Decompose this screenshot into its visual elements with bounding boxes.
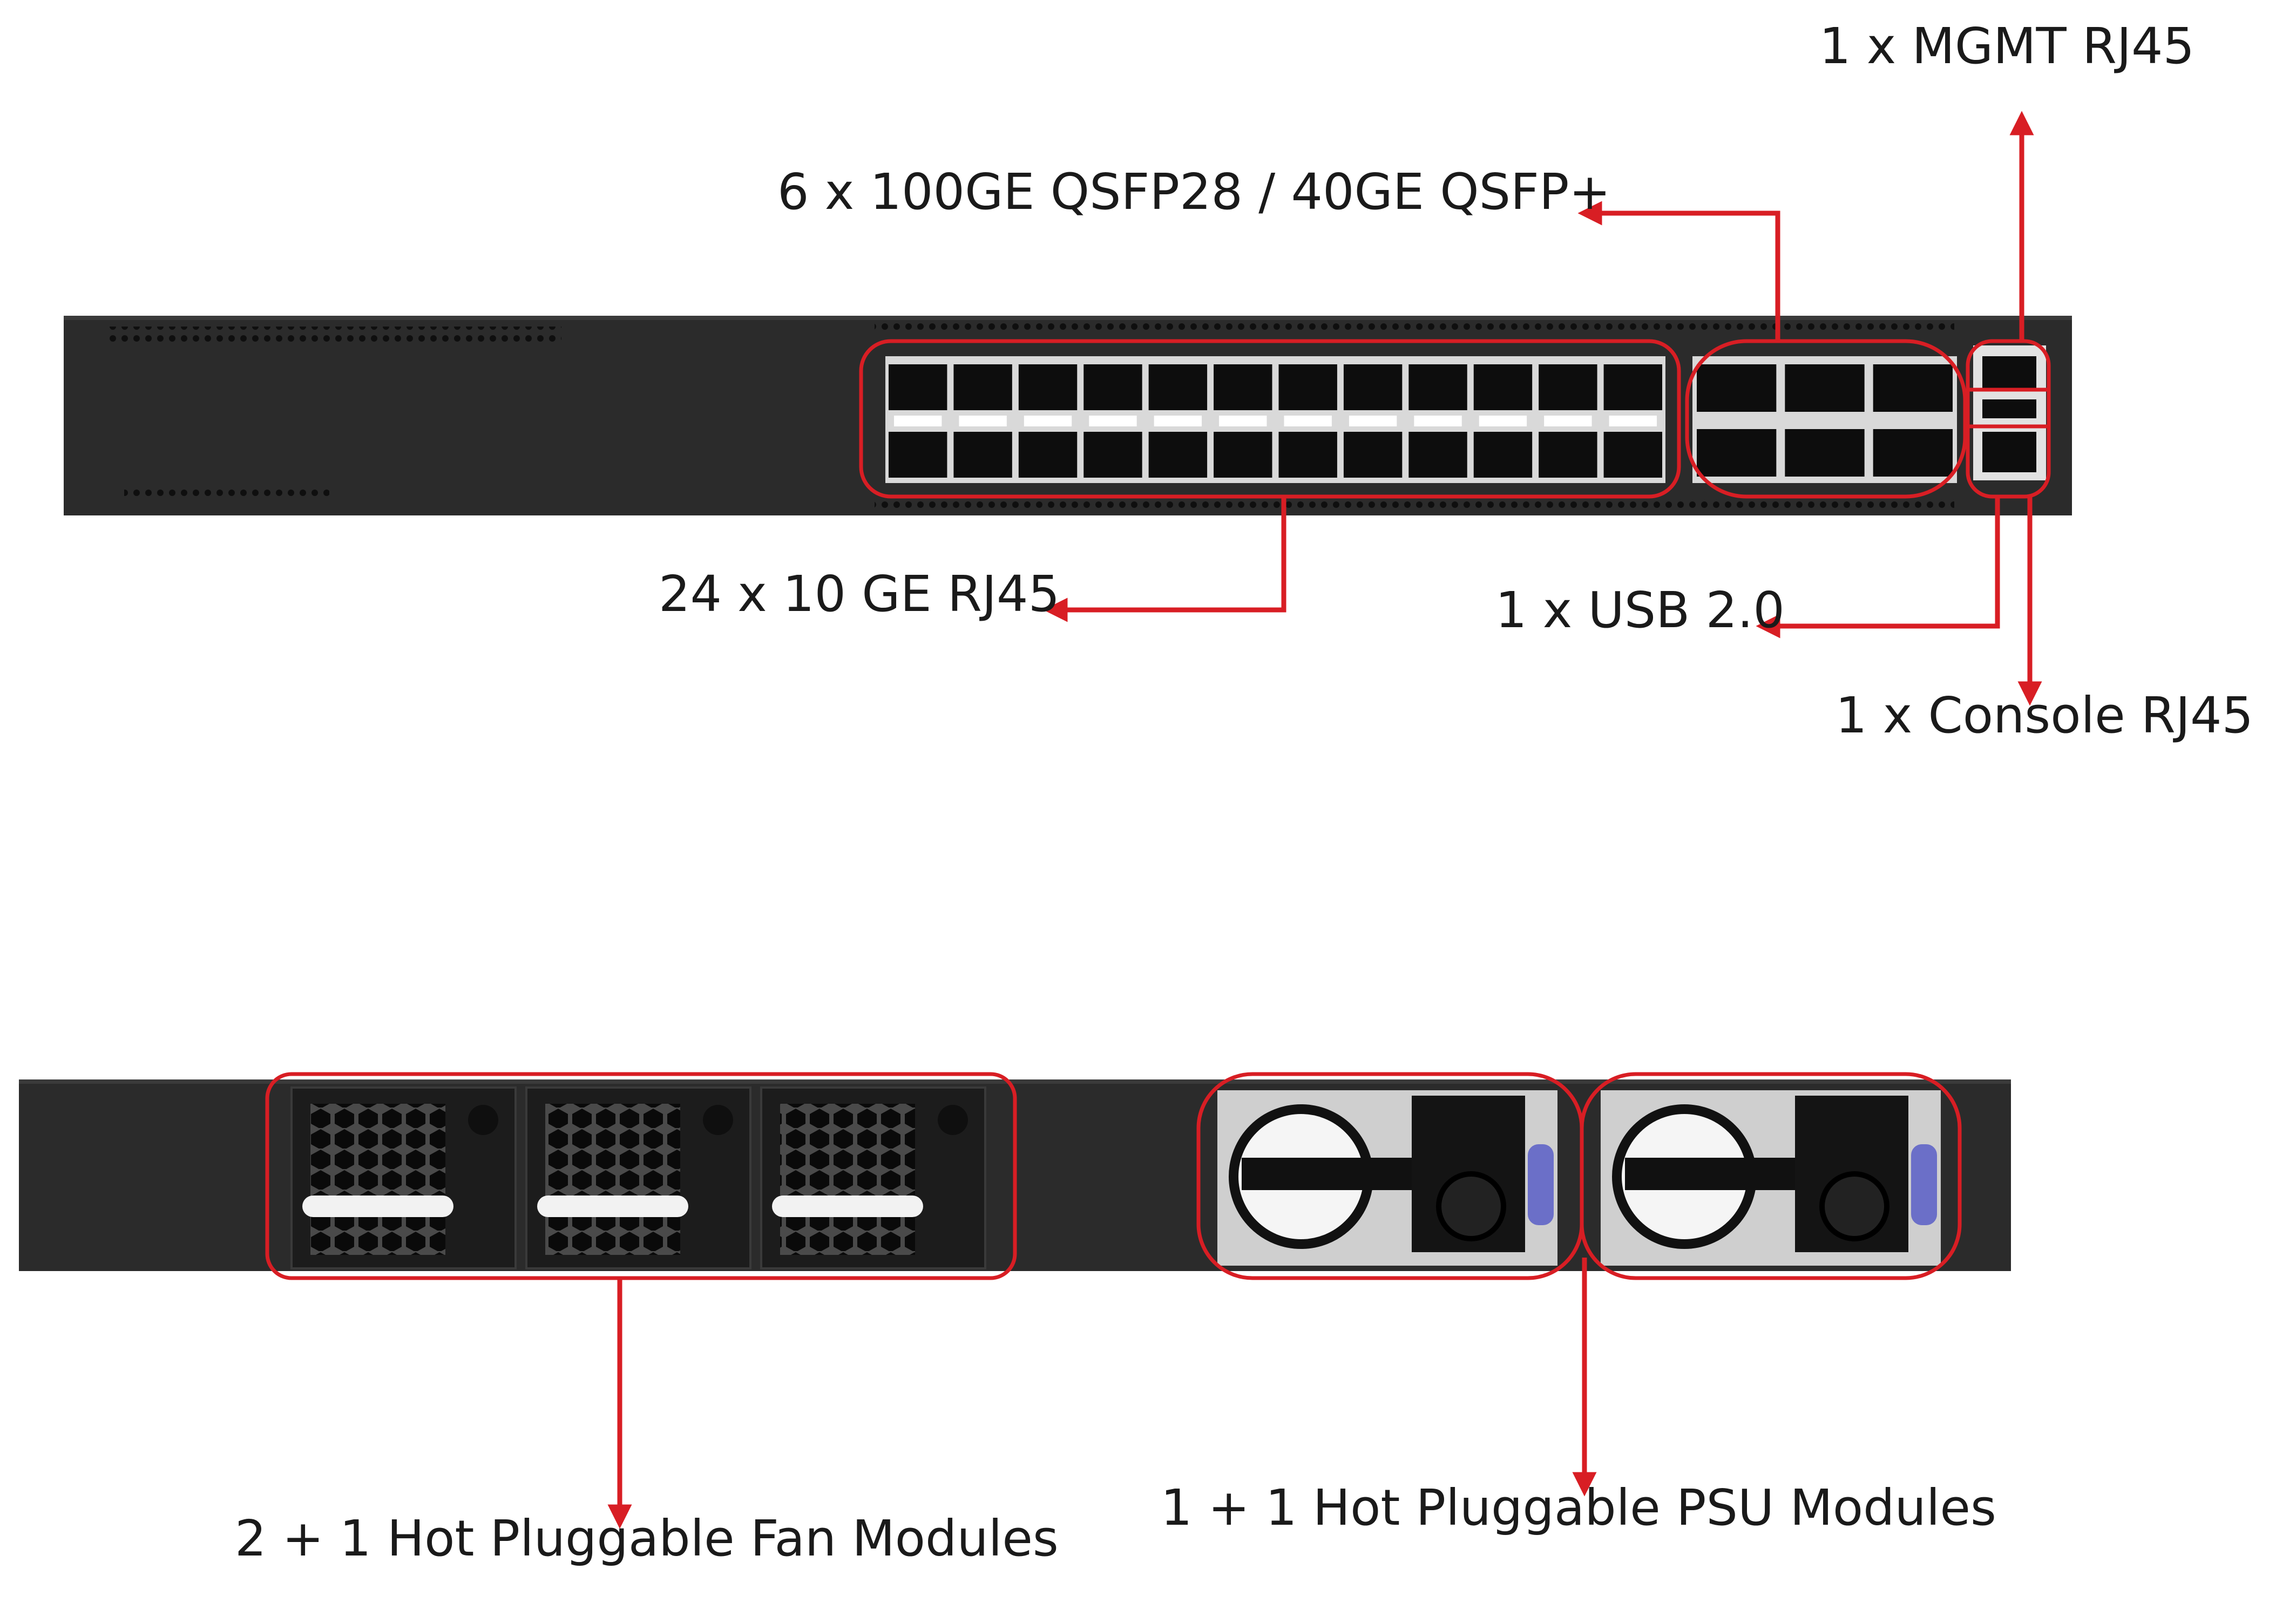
usb-label: 1 x USB 2.0 — [1495, 581, 1785, 639]
psu-handle — [1625, 1158, 1803, 1190]
rj45-port — [1603, 432, 1662, 478]
psu-module-block — [1217, 1090, 1941, 1266]
fan-screw-icon — [468, 1105, 498, 1135]
fan-screw-icon — [938, 1105, 968, 1135]
psu-highlight-2 — [1580, 1072, 1962, 1280]
qsfp-highlight — [1685, 339, 1967, 499]
fan-screw-icon — [703, 1105, 733, 1135]
rear-chassis-top-edge — [19, 1079, 2011, 1084]
qsfp-port — [1785, 364, 1865, 412]
rj45-led-strip — [1544, 416, 1592, 426]
psu-latch-icon — [1436, 1171, 1506, 1241]
rj45-port — [1343, 364, 1403, 410]
rj45-led-strip — [1349, 416, 1397, 426]
fan-grille-holes — [545, 1104, 680, 1255]
rj45-arrow — [1043, 497, 1286, 622]
fan-label: 2 + 1 Hot Pluggable Fan Modules — [235, 1510, 1059, 1567]
mgmt-highlight — [1966, 339, 2051, 499]
rj45-led-strip — [1219, 416, 1267, 426]
rj45-port — [1539, 432, 1597, 478]
rj45-port — [1018, 432, 1078, 478]
qsfp-port — [1697, 429, 1777, 477]
console-port — [1982, 432, 2036, 472]
qsfp-arrow — [1577, 201, 1780, 341]
fan-handle — [537, 1196, 688, 1217]
rj45-port — [1083, 432, 1142, 478]
fan-module-block — [290, 1086, 986, 1269]
rj45-port — [1214, 432, 1272, 478]
rj45-highlight — [859, 339, 1681, 499]
fan-grille-holes — [780, 1104, 915, 1255]
qsfp-port — [1873, 429, 1953, 477]
rj45-port — [1278, 432, 1337, 478]
rj45-port — [1148, 364, 1208, 410]
front-bottom-vents — [875, 499, 1954, 513]
rj45-port — [1278, 364, 1337, 410]
rj45-port — [889, 364, 947, 410]
rj45-port — [953, 432, 1012, 478]
rj45-led-strip — [1479, 416, 1527, 426]
fan-grille-holes — [310, 1104, 445, 1255]
rj45-port — [1148, 432, 1208, 478]
rj45-led-strip — [1154, 416, 1202, 426]
front-vent-row — [108, 327, 561, 343]
mgmt-label: 1 x MGMT RJ45 — [1819, 17, 2195, 75]
front-small-vents — [124, 486, 329, 498]
rj45-bracket — [885, 356, 1665, 483]
rj45-port — [1473, 432, 1533, 478]
rj45-port — [1018, 364, 1078, 410]
front-highlights — [859, 339, 2051, 499]
rj45-port — [889, 432, 947, 478]
psu-latch-icon — [1819, 1171, 1889, 1241]
rj45-led-strip — [894, 416, 942, 426]
fan-handle — [772, 1196, 923, 1217]
rj45-port — [1408, 432, 1467, 478]
rj45-port — [1083, 364, 1142, 410]
qsfp-label: 6 x 100GE QSFP28 / 40GE QSFP+ — [777, 163, 1611, 221]
rj45-led-strip — [1609, 416, 1657, 426]
qsfp-port — [1697, 364, 1777, 412]
mgmt-port — [1982, 356, 2036, 389]
mgmt-port-block — [1973, 345, 2046, 480]
front-top-vents — [875, 318, 1954, 332]
rj45-port — [1473, 364, 1533, 410]
front-callouts — [1043, 111, 2042, 706]
qsfp-port — [1785, 429, 1865, 477]
rj45-led-strip — [1089, 416, 1137, 426]
rear-callouts — [607, 1258, 1597, 1529]
rear-highlights — [265, 1072, 1962, 1280]
rj45-port — [1603, 364, 1662, 410]
fan-handle — [302, 1196, 453, 1217]
rj45-port — [1408, 364, 1467, 410]
psu-release-tab — [1528, 1144, 1554, 1225]
psu-release-tab — [1911, 1144, 1937, 1225]
rj45-port-block — [885, 356, 1665, 483]
usb-arrow — [1756, 497, 2000, 639]
qsfp-port-block — [1692, 356, 1957, 483]
rj45-led-strip — [959, 416, 1007, 426]
rj45-led-strip — [1414, 416, 1462, 426]
rj45-port — [1343, 432, 1403, 478]
usb-port — [1982, 399, 2036, 418]
fan-highlight — [265, 1072, 1017, 1280]
psu-label: 1 + 1 Hot Pluggable PSU Modules — [1161, 1479, 1996, 1537]
rj45-led-strip — [1024, 416, 1072, 426]
psu-handle — [1242, 1158, 1420, 1190]
qsfp-port — [1873, 364, 1953, 412]
front-chassis-top-edge — [64, 316, 2072, 320]
rj45-label: 24 x 10 GE RJ45 — [659, 565, 1060, 623]
rj45-port — [953, 364, 1012, 410]
rj45-port — [1539, 364, 1597, 410]
rj45-port — [1214, 364, 1272, 410]
console-label: 1 x Console RJ45 — [1836, 687, 2254, 744]
rj45-led-strip — [1284, 416, 1332, 426]
